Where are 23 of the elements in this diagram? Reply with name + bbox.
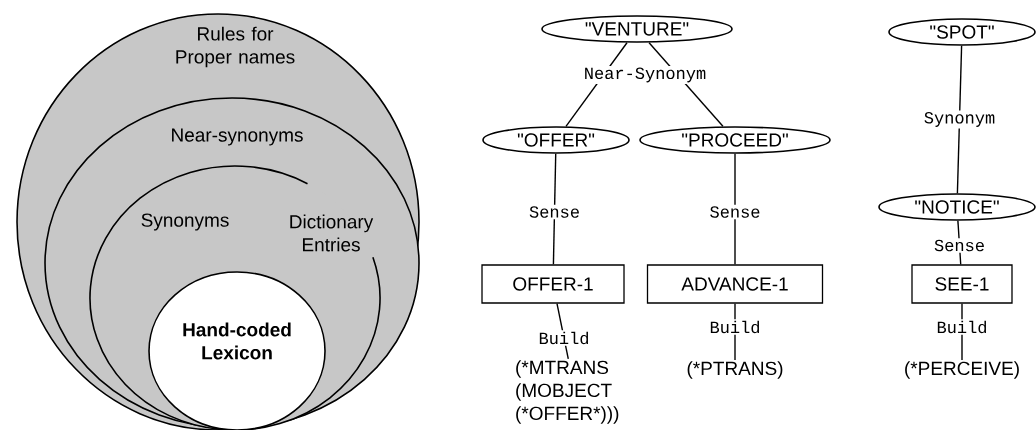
region-label: Dictionary Entries [290,214,374,252]
edge-label: Sense [708,204,762,220]
code-text: (*PERCEIVE) [905,361,1019,379]
edge-label: Build [537,330,591,346]
word-oval: "SPOT" [888,18,1036,46]
node-label: Near-synonyms [172,128,303,146]
word-oval: "VENTURE" [541,15,733,43]
edge-label: Near-Synonym [582,66,708,84]
edge-label: Sense [527,204,582,220]
code-text: (*PTRANS) [687,361,783,379]
word-oval: "PROCEED" [639,126,831,154]
word-oval: "OFFER" [482,126,630,154]
sense-box: SEE-1 [911,264,1013,304]
sense-box: ADVANCE-1 [646,264,824,304]
edge-label: Build [708,319,762,335]
edge-label: Sense [932,238,987,253]
edge-label: Build [935,319,989,335]
word-oval: "NOTICE" [878,193,1036,221]
node-label: Synonyms [141,213,229,231]
code-text: (*MTRANS (MOBJECT (*OFFER*))) [516,360,619,424]
sense-box: OFFER-1 [481,264,625,304]
connector-line [956,45,963,194]
edge-label: Synonym [922,110,997,129]
